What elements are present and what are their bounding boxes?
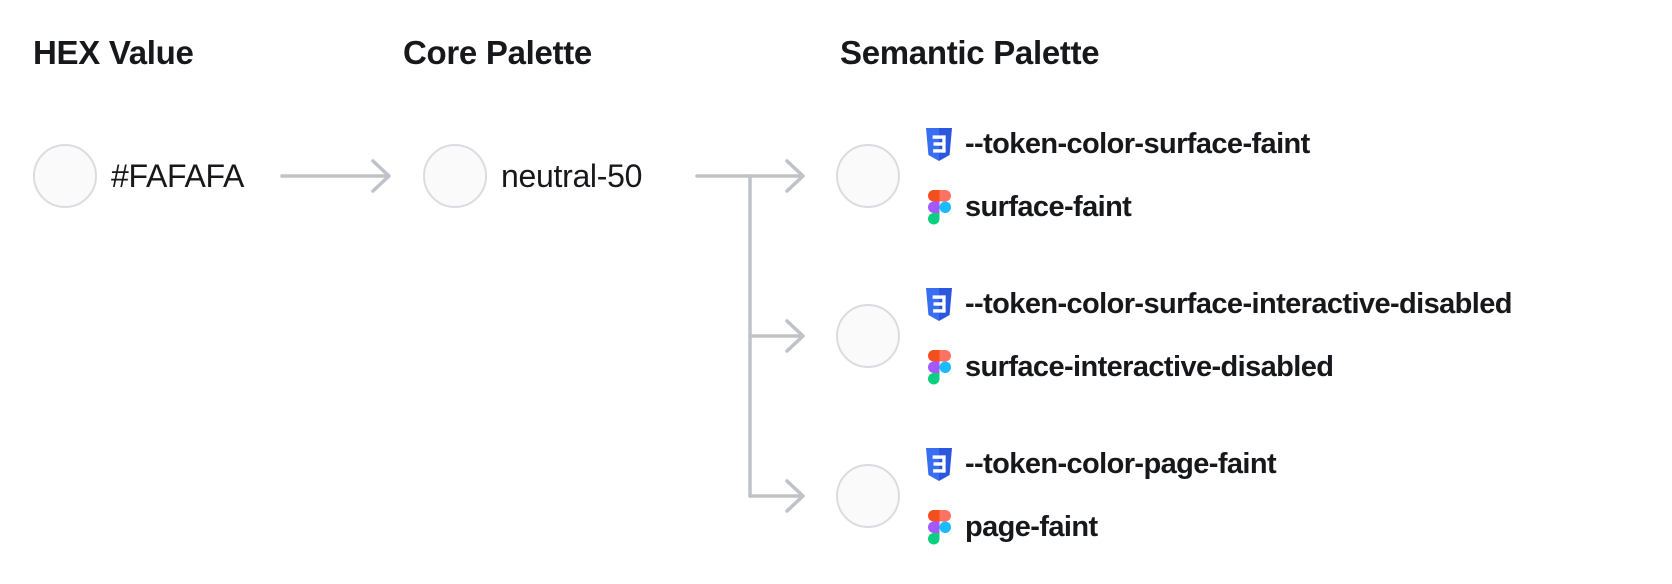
core-palette-row: neutral-50: [423, 144, 642, 208]
css-token-name: --token-color-page-faint: [965, 448, 1277, 480]
semantic-color-swatch: [836, 304, 900, 368]
hex-color-swatch: [33, 144, 97, 208]
figma-token-name: page-faint: [965, 511, 1098, 543]
css3-shield-icon: [925, 126, 953, 163]
css-token-name: --token-color-surface-faint: [965, 128, 1310, 160]
hex-value-label: #FAFAFA: [111, 157, 245, 194]
semantic-token-row: --token-color-page-faint page-faint: [836, 446, 1277, 546]
figma-logo-icon: [925, 509, 953, 546]
semantic-token-row: --token-color-surface-faint surface-fain…: [836, 126, 1310, 226]
css3-shield-icon: [925, 286, 953, 323]
hex-value-row: #FAFAFA: [33, 144, 244, 208]
css3-shield-icon: [925, 446, 953, 483]
column-header-semantic: Semantic Palette: [840, 34, 1100, 71]
arrow-hex-to-core: [280, 159, 391, 193]
semantic-color-swatch: [836, 464, 900, 528]
figma-token-name: surface-interactive-disabled: [965, 351, 1334, 383]
core-palette-label: neutral-50: [501, 157, 643, 194]
column-header-core: Core Palette: [403, 34, 592, 71]
column-header-hex: HEX Value: [33, 34, 194, 71]
semantic-color-swatch: [836, 144, 900, 208]
css-token-name: --token-color-surface-interactive-disabl…: [965, 288, 1512, 320]
figma-token-name: surface-faint: [965, 191, 1132, 223]
semantic-token-row: --token-color-surface-interactive-disabl…: [836, 286, 1512, 386]
arrow-core-to-semantic: [695, 159, 805, 513]
core-color-swatch: [423, 144, 487, 208]
figma-logo-icon: [925, 189, 953, 226]
figma-logo-icon: [925, 349, 953, 386]
